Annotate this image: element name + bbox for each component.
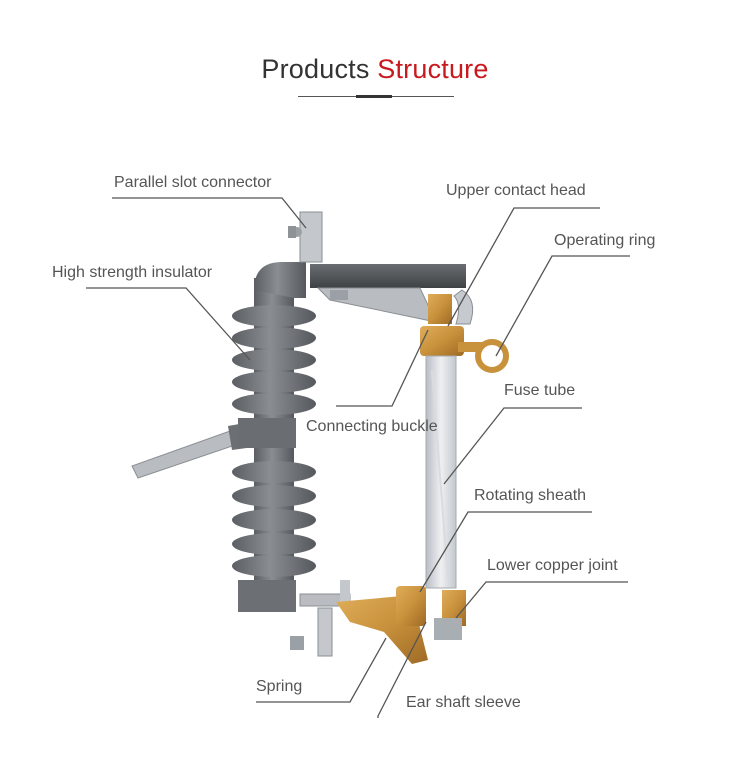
label-high-strength-insulator: High strength insulator	[52, 264, 213, 281]
parallel-slot-connector	[288, 211, 323, 263]
title-part-2: Structure	[377, 54, 489, 84]
title-divider-accent	[356, 95, 392, 98]
leader-connecting-buckle	[336, 329, 429, 407]
leader-lines	[86, 197, 630, 718]
label-ear-shaft-sleeve: Ear shaft sleeve	[406, 694, 521, 711]
page-title: Products Structure	[0, 54, 750, 85]
label-spring: Spring	[256, 678, 303, 695]
label-rotating-sheath: Rotating sheath	[474, 487, 587, 504]
label-lower-copper-joint: Lower copper joint	[487, 557, 618, 574]
upper-contact-assembly	[420, 289, 509, 373]
leader-spring	[256, 637, 387, 703]
leader-ear-shaft-sleeve	[377, 621, 427, 718]
leader-upper-contact-head	[447, 207, 600, 327]
label-connecting-buckle: Connecting buckle	[306, 418, 438, 435]
label-fuse-tube: Fuse tube	[504, 382, 576, 399]
fuse-tube	[425, 355, 457, 589]
label-upper-contact-head: Upper contact head	[446, 182, 586, 199]
label-operating-ring: Operating ring	[554, 232, 656, 249]
leader-fuse-tube	[443, 407, 582, 485]
leader-parallel-slot-connector	[112, 197, 307, 229]
leader-operating-ring	[495, 255, 630, 357]
lower-assembly	[290, 580, 466, 664]
title-part-1: Products	[261, 54, 370, 84]
leader-rotating-sheath	[419, 511, 592, 593]
leader-lower-copper-joint	[455, 581, 628, 619]
leader-high-strength-insulator	[86, 287, 251, 361]
upper-arm	[310, 264, 466, 323]
insulator-body	[232, 262, 316, 612]
label-parallel-slot-connector: Parallel slot connector	[114, 174, 272, 191]
